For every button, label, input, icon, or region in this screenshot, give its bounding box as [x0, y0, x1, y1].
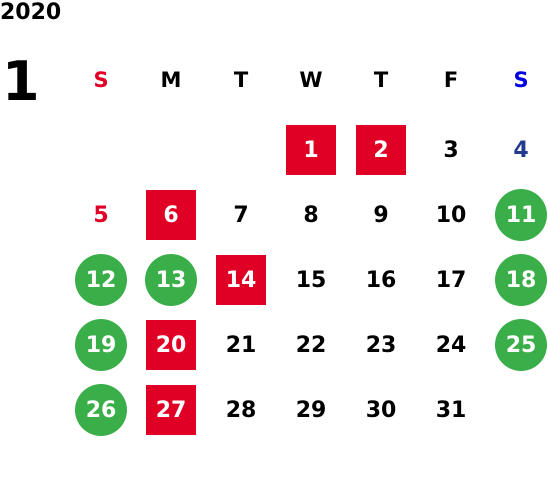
- day-cell[interactable]: 31: [435, 397, 467, 423]
- day-cell[interactable]: 30: [365, 397, 397, 423]
- month-number: 1: [2, 50, 40, 113]
- day-cell[interactable]: 17: [435, 267, 467, 293]
- weekday-header: F: [443, 68, 459, 92]
- day-cell[interactable]: 16: [365, 267, 397, 293]
- day-cell[interactable]: 4: [513, 137, 529, 163]
- day-cell[interactable]: 21: [225, 332, 257, 358]
- day-cell[interactable]: 12: [75, 254, 127, 306]
- day-cell[interactable]: 1: [286, 125, 336, 175]
- day-cell[interactable]: 9: [373, 202, 389, 228]
- day-cell[interactable]: 3: [443, 137, 459, 163]
- day-cell[interactable]: 10: [435, 202, 467, 228]
- day-cell[interactable]: 20: [146, 320, 196, 370]
- weekday-header: S: [93, 68, 109, 92]
- day-cell[interactable]: 27: [146, 385, 196, 435]
- weekday-header: M: [160, 68, 182, 92]
- day-cell[interactable]: 29: [295, 397, 327, 423]
- day-cell[interactable]: 24: [435, 332, 467, 358]
- weekday-header: T: [373, 68, 389, 92]
- day-cell[interactable]: 18: [495, 254, 547, 306]
- day-cell[interactable]: 11: [495, 189, 547, 241]
- day-cell[interactable]: 22: [295, 332, 327, 358]
- day-cell[interactable]: 5: [93, 202, 109, 228]
- day-cell[interactable]: 15: [295, 267, 327, 293]
- day-cell[interactable]: 28: [225, 397, 257, 423]
- weekday-header: W: [299, 68, 323, 92]
- day-cell[interactable]: 26: [75, 384, 127, 436]
- day-cell[interactable]: 6: [146, 190, 196, 240]
- day-cell[interactable]: 7: [233, 202, 249, 228]
- year-label: 2020: [0, 0, 62, 25]
- day-cell[interactable]: 13: [145, 254, 197, 306]
- day-cell[interactable]: 14: [216, 255, 266, 305]
- day-cell[interactable]: 2: [356, 125, 406, 175]
- day-cell[interactable]: 25: [495, 319, 547, 371]
- day-cell[interactable]: 8: [303, 202, 319, 228]
- day-cell[interactable]: 23: [365, 332, 397, 358]
- weekday-header: T: [233, 68, 249, 92]
- day-cell[interactable]: 19: [75, 319, 127, 371]
- weekday-header: S: [513, 68, 529, 92]
